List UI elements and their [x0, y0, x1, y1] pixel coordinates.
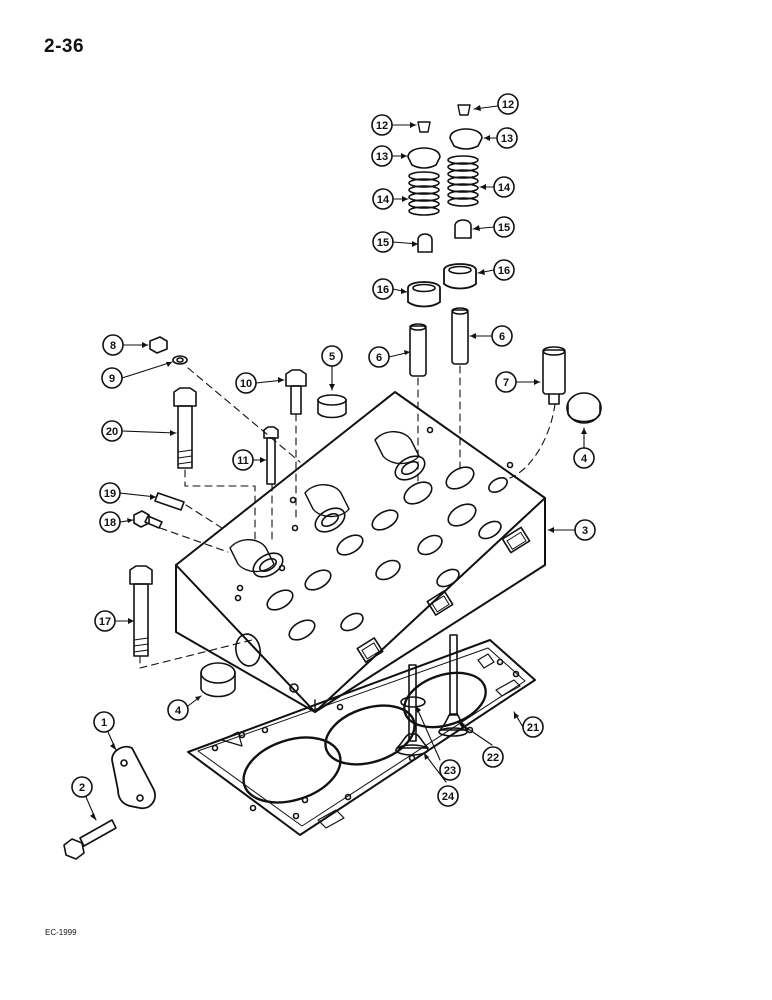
svg-text:19: 19 — [104, 488, 116, 500]
callout-1: 1 — [93, 711, 115, 733]
svg-text:12: 12 — [502, 99, 514, 111]
short-head-bolt — [285, 369, 307, 415]
svg-text:16: 16 — [377, 284, 389, 296]
svg-text:14: 14 — [498, 182, 511, 194]
svg-text:7: 7 — [503, 377, 509, 389]
valve-train-right-stack — [443, 104, 483, 365]
svg-text:12: 12 — [376, 120, 388, 132]
svg-text:20: 20 — [106, 426, 118, 438]
svg-text:21: 21 — [527, 722, 539, 734]
callout-17: 17 — [94, 610, 116, 632]
figure-code: EC-1999 — [45, 928, 77, 937]
callout-4-front: 4 — [167, 699, 189, 721]
plug-bolt — [149, 336, 168, 354]
svg-text:23: 23 — [444, 765, 456, 777]
callout-5: 5 — [321, 345, 343, 367]
callout-2: 2 — [71, 776, 93, 798]
svg-text:15: 15 — [377, 237, 389, 249]
callout-6-left: 6 — [368, 346, 390, 368]
callout-3: 3 — [574, 519, 596, 541]
callout-16-left: 16 — [372, 278, 394, 300]
callout-15-right: 15 — [493, 216, 515, 238]
callout-13-left: 13 — [371, 145, 393, 167]
svg-text:8: 8 — [110, 340, 116, 352]
svg-text:1: 1 — [101, 717, 107, 729]
callout-20: 20 — [101, 420, 123, 442]
svg-text:6: 6 — [499, 331, 505, 343]
injector-sleeve — [542, 346, 566, 405]
svg-text:15: 15 — [498, 222, 510, 234]
callout-19: 19 — [99, 482, 121, 504]
callout-4-right: 4 — [573, 447, 595, 469]
callout-14-left: 14 — [372, 188, 394, 210]
cover-plate-bolt — [63, 819, 117, 860]
long-thin-bolt — [263, 426, 279, 485]
cylinder-head — [175, 391, 546, 713]
callout-22: 22 — [482, 746, 504, 768]
callout-6-right: 6 — [491, 325, 513, 347]
core-plug-front — [200, 662, 236, 698]
callout-8: 8 — [102, 334, 124, 356]
callout-9: 9 — [101, 367, 123, 389]
svg-text:5: 5 — [329, 351, 335, 363]
svg-text:22: 22 — [487, 752, 499, 764]
svg-text:2: 2 — [79, 782, 85, 794]
callout-21: 21 — [522, 716, 544, 738]
svg-text:13: 13 — [501, 133, 513, 145]
valve-train-left-stack — [407, 121, 441, 377]
callout-23: 23 — [439, 759, 461, 781]
cover-plate — [111, 745, 156, 810]
callout-16-right: 16 — [493, 259, 515, 281]
svg-text:14: 14 — [377, 194, 390, 206]
core-plug-right — [566, 392, 602, 424]
valve-seal-washer — [400, 696, 426, 708]
intake-valve — [395, 664, 429, 756]
callout-14-right: 14 — [493, 176, 515, 198]
callout-11: 11 — [232, 449, 254, 471]
callout-24: 24 — [437, 785, 459, 807]
svg-text:16: 16 — [498, 265, 510, 277]
callout-18: 18 — [99, 511, 121, 533]
svg-text:11: 11 — [237, 455, 249, 467]
callout-13-right: 13 — [496, 127, 518, 149]
svg-text:13: 13 — [376, 151, 388, 163]
svg-text:9: 9 — [109, 373, 115, 385]
svg-text:24: 24 — [442, 791, 455, 803]
head-gasket — [187, 639, 536, 836]
callout-arrowheads — [90, 105, 587, 820]
callout-12-right: 12 — [497, 93, 519, 115]
callout-15-left: 15 — [372, 231, 394, 253]
svg-text:18: 18 — [104, 517, 116, 529]
svg-text:3: 3 — [582, 525, 588, 537]
long-head-bolt-upper — [173, 387, 197, 469]
sealing-washer — [172, 355, 188, 365]
svg-text:17: 17 — [99, 616, 111, 628]
callout-7: 7 — [495, 371, 517, 393]
short-bolt — [133, 510, 163, 529]
alignment-lines — [139, 365, 556, 669]
callout-12-left: 12 — [371, 114, 393, 136]
stud — [154, 492, 185, 511]
svg-text:6: 6 — [376, 352, 382, 364]
svg-text:10: 10 — [240, 378, 252, 390]
page-number: 2-36 — [44, 36, 85, 57]
svg-text:4: 4 — [581, 453, 588, 465]
cup-plug — [317, 394, 347, 419]
long-head-bolt-lower — [129, 565, 153, 657]
callout-10: 10 — [235, 372, 257, 394]
svg-text:4: 4 — [175, 705, 182, 717]
